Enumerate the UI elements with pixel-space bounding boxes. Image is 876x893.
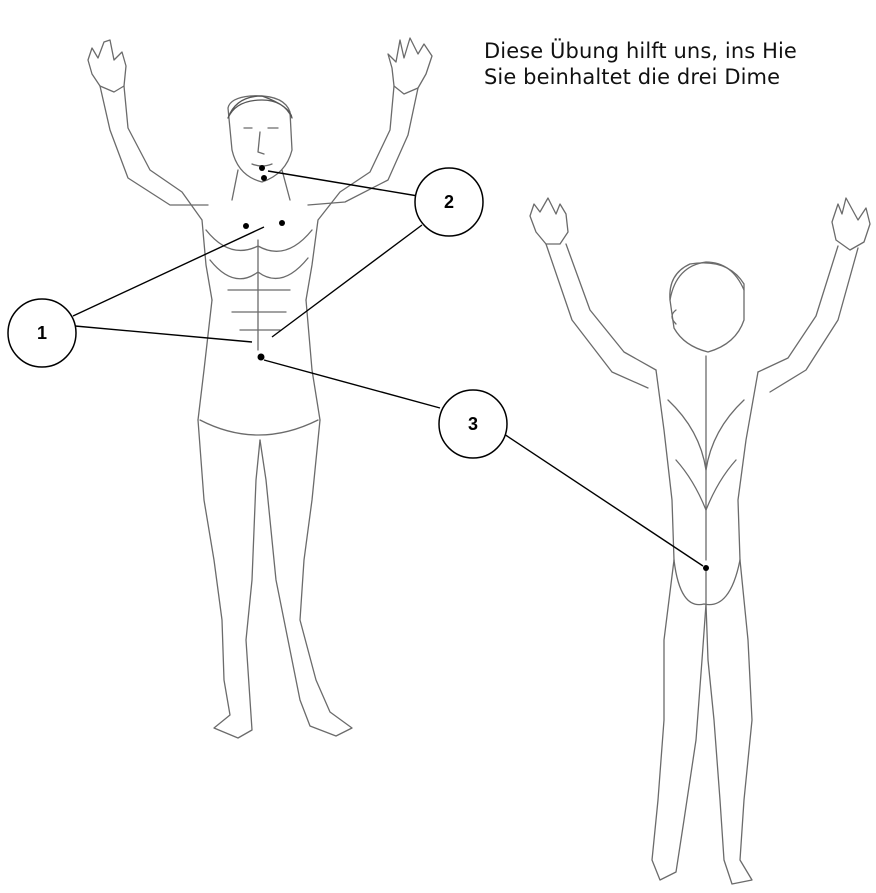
callout-3: 3 bbox=[439, 390, 507, 458]
front-torso-right bbox=[306, 300, 320, 420]
front-hips bbox=[200, 420, 318, 435]
front-torso-left bbox=[198, 300, 212, 420]
back-head bbox=[670, 263, 744, 352]
callout-2: 2 bbox=[415, 168, 483, 236]
front-figure bbox=[88, 38, 432, 738]
front-right-hand bbox=[388, 38, 432, 94]
back-left-arm bbox=[546, 244, 648, 388]
point-navel bbox=[258, 354, 265, 361]
callout-1-label: 1 bbox=[37, 323, 47, 343]
back-left-arm-inner bbox=[566, 244, 656, 370]
front-face bbox=[244, 128, 278, 166]
back-torso-left bbox=[656, 370, 674, 560]
front-left-arm-inner bbox=[124, 86, 212, 300]
leader-3-to-sacrum bbox=[504, 434, 703, 566]
front-left-hand bbox=[88, 40, 126, 92]
front-neck bbox=[232, 170, 290, 200]
point-sacrum bbox=[703, 565, 709, 571]
back-left-leg bbox=[652, 560, 706, 880]
point-mouth-lower bbox=[261, 175, 267, 181]
leader-3-to-navel bbox=[264, 360, 440, 408]
leader-2-to-mouth bbox=[268, 171, 418, 196]
front-left-leg bbox=[198, 420, 260, 738]
point-mouth-upper bbox=[259, 165, 265, 171]
back-right-hand bbox=[832, 198, 870, 250]
front-chest bbox=[206, 230, 312, 350]
back-figure bbox=[530, 198, 870, 884]
point-chest-left bbox=[243, 223, 249, 229]
front-left-arm bbox=[100, 86, 208, 205]
leader-2-to-abdomen bbox=[272, 225, 422, 337]
callout-3-label: 3 bbox=[468, 414, 478, 434]
back-left-hand bbox=[530, 198, 568, 244]
back-points bbox=[703, 565, 709, 571]
leader-1-to-chest bbox=[73, 227, 264, 316]
callout-2-label: 2 bbox=[444, 192, 454, 212]
back-hair bbox=[670, 262, 744, 300]
back-right-arm-inner bbox=[758, 246, 838, 372]
point-chest-right bbox=[279, 220, 285, 226]
leader-1-to-navel bbox=[75, 326, 252, 342]
back-torso-right bbox=[738, 372, 758, 560]
front-right-arm-inner bbox=[306, 86, 394, 300]
back-right-leg bbox=[706, 560, 752, 884]
front-hair bbox=[228, 96, 292, 118]
front-right-leg bbox=[260, 420, 352, 736]
callout-1: 1 bbox=[8, 299, 76, 367]
